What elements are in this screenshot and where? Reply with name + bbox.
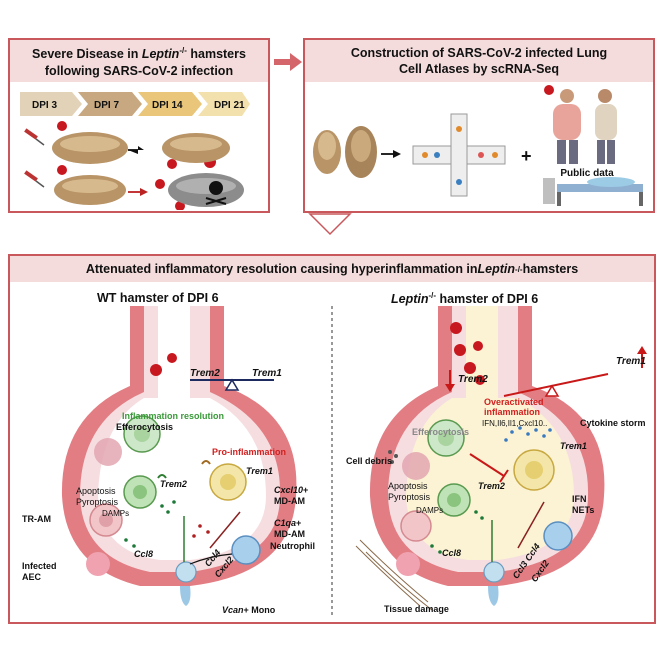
dpi-timeline: DPI 3 DPI 7 DPI 14 DPI 21	[20, 92, 250, 116]
virus-icon	[473, 341, 483, 351]
ko-efferocytosis: Efferocytosis	[412, 427, 470, 437]
disease-panel-title: Severe Disease in Leptin-/- hamsters fol…	[10, 40, 268, 82]
wt-pro-inflammation: Pro-inflammation	[212, 447, 287, 457]
wt-infected: Infected	[22, 561, 57, 571]
virus-icon	[167, 353, 177, 363]
dpi-7: DPI 7	[94, 100, 119, 111]
ko-cytokine-storm: Cytokine storm	[580, 418, 646, 428]
trem2-down-arrow-icon	[445, 370, 455, 392]
tr-am-cell-icon	[400, 510, 432, 542]
ko-trem2-balance-label: Trem2	[458, 374, 488, 385]
hamster-infection-illustration	[24, 121, 244, 210]
ko-pyroptosis: Pyroptosis	[388, 492, 431, 502]
syringe-icon	[24, 128, 45, 146]
virus-icon	[475, 375, 485, 385]
dpi-21: DPI 21	[214, 100, 245, 111]
down-arrow-icon	[308, 213, 352, 236]
wt-c1qa-md-am: C1qa+	[274, 518, 302, 528]
cell-debris-icon	[388, 450, 398, 464]
wt-cxcl10-md-am: Cxcl10+	[274, 485, 309, 495]
virus-icon	[450, 322, 462, 334]
plus-sign: +	[521, 146, 532, 166]
wt-trem1-cell-label: Trem1	[246, 466, 273, 476]
dpi-3: DPI 3	[32, 100, 57, 111]
panel-divider	[331, 306, 333, 618]
flow-arrow-icon	[274, 53, 302, 71]
tissue-damage-icon	[355, 539, 433, 611]
public-data-label: Public data	[560, 168, 614, 179]
microfluidic-chip-icon	[412, 113, 506, 197]
ko-cell-debris: Cell debris	[346, 456, 393, 466]
ko-trem2-cell-label: Trem2	[478, 481, 505, 491]
wt-ccl8: Ccl8	[134, 549, 154, 559]
ko-ccl8: Ccl8	[442, 548, 462, 558]
virus-icon	[150, 364, 162, 376]
infected-aec-icon	[396, 552, 420, 576]
ko-alveolus	[355, 306, 647, 611]
trem-imbalance-icon	[503, 373, 609, 397]
wt-md-am-1: MD-AM	[274, 496, 305, 506]
ko-trem1-cell-label: Trem1	[560, 441, 587, 451]
wt-efferocytosis: Efferocytosis	[116, 422, 174, 432]
dpi-14: DPI 14	[152, 100, 183, 111]
ko-overactivated-1: Overactivated	[484, 397, 544, 407]
trem1-up-arrow-icon	[637, 346, 647, 368]
ko-tissue-damage: Tissue damage	[384, 604, 449, 614]
apoptotic-cell-icon	[402, 452, 430, 480]
wt-tr-am: TR-AM	[22, 514, 51, 524]
apoptotic-cell-icon	[94, 438, 122, 466]
syringe-icon	[24, 170, 45, 188]
wt-alveolus	[61, 306, 297, 606]
wt-trem2-cell-label: Trem2	[160, 479, 187, 489]
wt-vcan-mono: Vcan+ Mono	[222, 605, 276, 615]
wt-damps: DAMPs	[102, 509, 130, 518]
ko-trem1-balance-label: Trem1	[616, 356, 646, 367]
virus-icon	[454, 344, 466, 356]
wt-aec: AEC	[22, 572, 42, 582]
wt-apoptosis: Apoptosis	[76, 486, 116, 496]
wt-title: WT hamster of DPI 6	[97, 291, 219, 305]
infected-aec-icon	[86, 552, 110, 576]
wt-md-am-2: MD-AM	[274, 529, 305, 539]
ko-cytokines: IFN,Il6,Il1,Cxcl10..	[482, 419, 548, 428]
virus-icon	[464, 362, 476, 374]
wt-neutrophil: Neutrophil	[270, 541, 315, 551]
monocyte-icon	[483, 561, 505, 583]
ko-overactivated-2: inflammation	[484, 407, 541, 417]
mechanism-banner: Attenuated inflammatory resolution causi…	[10, 256, 654, 282]
trem1-receptor-icon	[201, 460, 211, 465]
ko-damps: DAMPs	[416, 506, 444, 515]
wt-trem2-balance-label: Trem2	[190, 368, 220, 379]
neutrophil-icon	[231, 535, 261, 565]
ko-title: Leptin-/- hamster of DPI 6	[391, 291, 539, 307]
ko-ifn: IFN	[572, 494, 587, 504]
atlas-panel-title: Construction of SARS-CoV-2 infected Lung…	[305, 40, 653, 82]
trem-balance-icon	[190, 378, 274, 391]
virus-icon	[544, 85, 554, 95]
neutrophil-icon	[543, 521, 573, 551]
person-icon	[595, 89, 617, 164]
wt-trem1-balance-label: Trem1	[252, 368, 282, 379]
hospital-bed-icon	[543, 177, 643, 206]
skull-icon	[205, 181, 227, 205]
wt-pyroptosis: Pyroptosis	[76, 497, 119, 507]
person-icon	[553, 89, 581, 164]
ko-nets: NETs	[572, 505, 595, 515]
trem2-receptor-icon	[157, 474, 167, 479]
ko-apoptosis: Apoptosis	[388, 481, 428, 491]
wt-inflammation-resolution: Inflammation resolution	[122, 411, 225, 421]
scrnaseq-illustration: + Public data	[313, 85, 643, 206]
monocyte-icon	[175, 561, 197, 583]
